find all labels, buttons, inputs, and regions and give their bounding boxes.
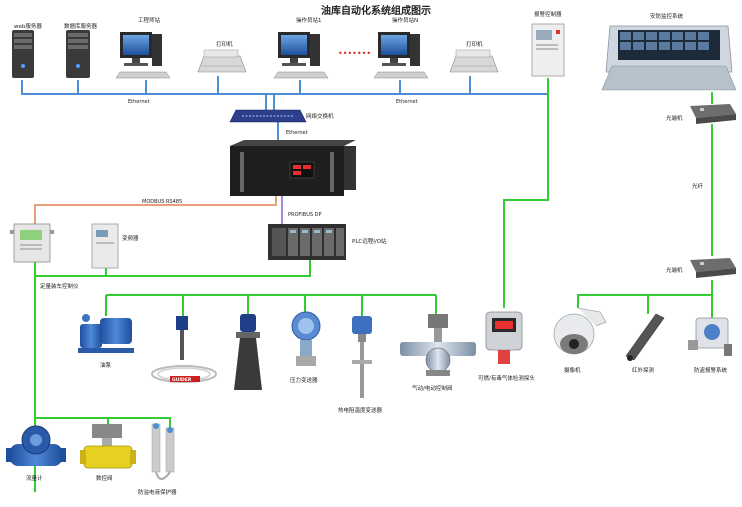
- printer-right-icon[interactable]: [449, 49, 499, 73]
- dome-camera-icon[interactable]: [553, 307, 607, 355]
- printer-left-label: 打印机: [216, 40, 233, 48]
- optical-transceiver-bottom-label: 光端机: [666, 266, 683, 274]
- digital-control-valve-icon[interactable]: [80, 424, 136, 469]
- gas-detector-icon[interactable]: [485, 311, 523, 364]
- alarm-controller-label: 报警控制器: [534, 10, 562, 18]
- ethernet-right-label: Ethernet: [396, 99, 418, 105]
- operator-station-n-icon[interactable]: [373, 32, 429, 79]
- gas-detector-label: 可燃/有毒气体检测探头: [478, 374, 535, 382]
- engineer-station-label: 工程师站: [138, 16, 161, 24]
- optical-transceiver-top-label: 光端机: [666, 114, 683, 122]
- overfill-protector-label: 防溢电液保护器: [138, 488, 177, 496]
- engineer-station-icon[interactable]: [115, 32, 171, 79]
- pump-icon[interactable]: [78, 314, 134, 353]
- diagram-title: 油库自动化系统组成图示: [321, 4, 431, 17]
- infrared-detector-icon[interactable]: [625, 313, 665, 361]
- level-sensor-icon[interactable]: [151, 316, 217, 383]
- security-monitor-label: 安防监控系统: [650, 12, 684, 20]
- plc-remote-io-icon[interactable]: [268, 224, 346, 260]
- pump-label: 油泵: [100, 361, 112, 369]
- printer-left-icon[interactable]: [197, 49, 247, 73]
- alarm-system-label: 防盗报警系统: [694, 366, 728, 374]
- modbus-line: [34, 196, 277, 224]
- control-valve-label: 气动/电动控制阀: [412, 384, 452, 392]
- quantitative-controller-label: 定量装车控制仪: [40, 282, 79, 290]
- radar-level-gauge-icon[interactable]: [234, 314, 262, 390]
- ethernet-mid-label: Ethernet: [286, 130, 308, 136]
- pressure-transmitter-label: 压力变送器: [290, 376, 318, 384]
- frequency-converter-icon[interactable]: [91, 223, 119, 269]
- database-server-label: 数据库服务器: [64, 22, 98, 30]
- alarm-controller-icon[interactable]: [531, 23, 565, 77]
- modbus-label: MODBUS RS485: [142, 199, 182, 205]
- infrared-label: 红外探测: [632, 366, 655, 374]
- alarm-system-icon[interactable]: [688, 317, 732, 356]
- dots-separator: •••••••: [338, 49, 371, 58]
- overfill-protector-icon[interactable]: [151, 423, 175, 480]
- fiber-label: 光纤: [692, 182, 704, 190]
- ethernet-left-label: Ethernet: [128, 99, 150, 105]
- main-controller-rack-icon[interactable]: [230, 140, 356, 196]
- web-server-label: web服务器: [14, 22, 42, 30]
- pressure-transmitter-icon[interactable]: [291, 311, 321, 366]
- quantitative-controller-icon[interactable]: [10, 223, 54, 263]
- web-server-icon[interactable]: [12, 30, 34, 78]
- operator-station-1-label: 操作员站1: [296, 16, 322, 24]
- control-valve-icon[interactable]: [400, 314, 476, 376]
- profibus-label: PROFIBUS DP: [288, 212, 322, 218]
- frequency-converter-label: 变频器: [122, 234, 139, 242]
- temperature-transmitter-icon[interactable]: [352, 316, 372, 398]
- ethernet-bus: [21, 76, 549, 140]
- network-switch-label: 网络交换机: [306, 112, 334, 120]
- security-monitor-wall-icon[interactable]: [601, 25, 737, 91]
- field-bus: [34, 78, 713, 492]
- control-valve-bottom-label: 数控阀: [96, 474, 113, 482]
- operator-station-1-icon[interactable]: [273, 32, 329, 79]
- flowmeter-label: 流量计: [26, 474, 43, 482]
- flowmeter-icon[interactable]: [6, 425, 66, 466]
- operator-station-n-label: 操作员站N: [392, 16, 418, 24]
- optical-transceiver-top-icon[interactable]: [690, 104, 736, 124]
- camera-label: 摄像机: [564, 366, 581, 374]
- temperature-transmitter-label: 热电阻温度变送器: [338, 406, 383, 414]
- network-switch-icon[interactable]: [229, 109, 307, 123]
- database-server-icon[interactable]: [66, 30, 90, 78]
- printer-right-label: 打印机: [466, 40, 483, 48]
- wire-brand-label: GUIDER: [172, 377, 192, 383]
- optical-transceiver-bottom-icon[interactable]: [690, 258, 736, 278]
- plc-label: PLC远程I/O站: [352, 237, 387, 245]
